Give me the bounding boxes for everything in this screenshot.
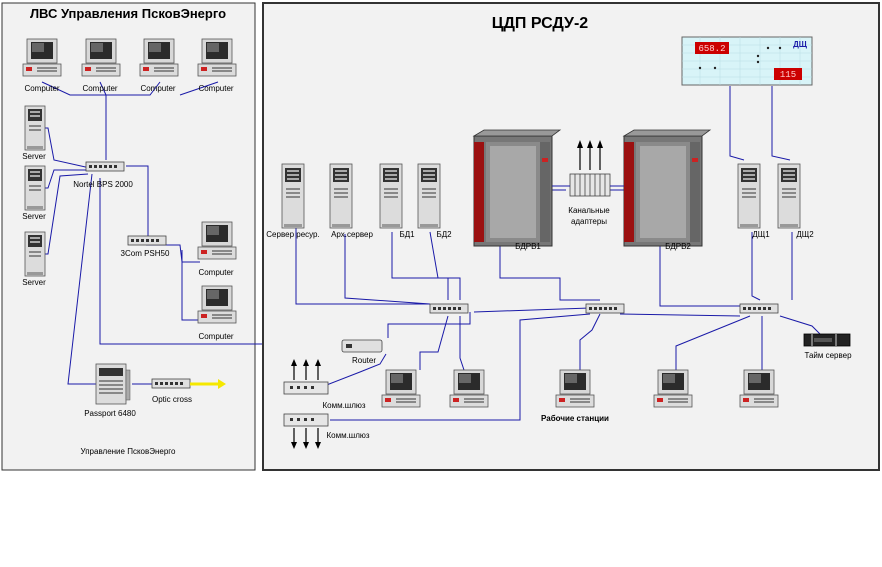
left-panel-title: ЛВС Управления ПсковЭнерго <box>30 6 226 21</box>
switch-icon <box>85 161 125 172</box>
switch-small-label: 3Com PSH50 <box>121 249 170 258</box>
computer-icon <box>197 221 237 260</box>
arrow-icon <box>218 379 226 389</box>
switch-icon <box>585 303 625 314</box>
switch-icon <box>127 235 167 246</box>
mainframe-icon <box>473 129 561 247</box>
optic-label: Optic cross <box>152 395 192 404</box>
gateway-label: Комм.шлюз <box>326 431 369 440</box>
computer-icon <box>653 369 693 408</box>
display-value-bottom: 115 <box>780 70 796 80</box>
passport-icon <box>95 363 131 405</box>
computer-icon <box>197 38 237 77</box>
mainframe-label: БДРВ2 <box>665 242 691 251</box>
server-label: БД1 <box>399 230 415 239</box>
server-icon <box>417 163 441 229</box>
router-label: Router <box>352 356 376 365</box>
switch-icon <box>739 303 779 314</box>
server-label: Арх.сервер <box>331 230 373 239</box>
server-icon <box>24 105 46 151</box>
server-label: Server <box>22 278 46 287</box>
computer-icon <box>22 38 62 77</box>
server-icon <box>329 163 353 229</box>
computer-label: Computer <box>140 84 175 93</box>
adapter-icon <box>569 140 611 197</box>
left-panel-footer: Управление ПсковЭнерго <box>81 447 177 456</box>
server-icon <box>281 163 305 229</box>
router-icon <box>341 339 383 353</box>
adapters-label: Канальные <box>568 206 610 215</box>
computer-icon <box>381 369 421 408</box>
time-server-label: Тайм сервер <box>804 351 852 360</box>
gateway-icon <box>283 359 329 395</box>
computer-icon <box>197 285 237 324</box>
gateway-icon <box>283 413 329 449</box>
computer-label: Computer <box>198 332 233 341</box>
computer-label: Computer <box>198 268 233 277</box>
computer-label: Computer <box>24 84 59 93</box>
computer-icon <box>139 38 179 77</box>
computer-icon <box>739 369 779 408</box>
server-label: Сервер ресур. <box>266 230 319 239</box>
server-icon <box>379 163 403 229</box>
mainframe-icon <box>623 129 711 247</box>
server-label: Server <box>22 152 46 161</box>
computer-label: Computer <box>82 84 117 93</box>
computer-icon <box>555 369 595 408</box>
display-value-top: 658.2 <box>698 44 725 54</box>
computer-icon <box>449 369 489 408</box>
server-icon <box>24 165 46 211</box>
computer-label: Computer <box>198 84 233 93</box>
dsh-label: ДЩ1 <box>752 230 770 239</box>
adapters-label: адаптеры <box>571 217 607 226</box>
dsh-label: ДЩ2 <box>796 230 814 239</box>
server-icon <box>737 163 761 229</box>
server-label: Server <box>22 212 46 221</box>
computer-icon <box>81 38 121 77</box>
right-wires <box>295 86 821 421</box>
server-icon <box>24 231 46 277</box>
right-panel-title: ЦДП РСДУ-2 <box>492 15 589 32</box>
time-server-icon <box>803 333 851 347</box>
server-label: БД2 <box>436 230 452 239</box>
gateway-label: Комм.шлюз <box>322 401 365 410</box>
display-panel: 658.2 115 ДЩ <box>681 36 813 86</box>
passport-label: Passport 6480 <box>84 409 136 418</box>
optic-cross-icon <box>151 378 191 389</box>
display-corner-label: ДЩ <box>793 40 808 49</box>
server-icon <box>777 163 801 229</box>
switch-icon <box>429 303 469 314</box>
switch-main-label: Nortel BPS 2000 <box>73 180 133 189</box>
mainframe-label: БДРВ1 <box>515 242 541 251</box>
workstations-label: Рабочие станции <box>541 414 609 423</box>
